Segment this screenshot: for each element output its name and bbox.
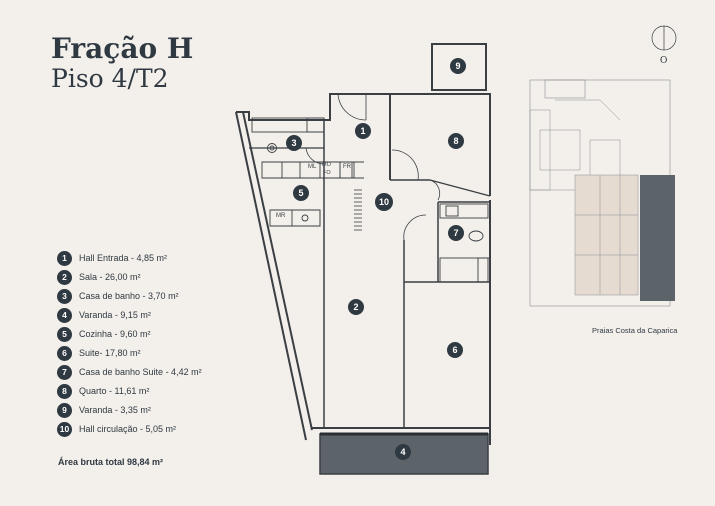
kitchen-label-fr: FR xyxy=(343,164,351,170)
legend-badge: 4 xyxy=(57,307,72,323)
plan-badge-7: 7 xyxy=(448,225,464,241)
legend-label: Sala - 26,00 m² xyxy=(79,272,141,282)
legend-badge: 5 xyxy=(57,326,72,342)
legend-item: 2 Sala - 26,00 m² xyxy=(57,269,141,285)
total-area-label: Área bruta total xyxy=(58,457,125,467)
legend-label: Varanda - 9,15 m² xyxy=(79,310,151,320)
plan-badge-10: 10 xyxy=(375,193,393,211)
legend-item: 10 Hall circulação - 5,05 m² xyxy=(57,421,176,437)
legend-label: Casa de banho Suite - 4,42 m² xyxy=(79,367,202,377)
compass-icon xyxy=(651,25,677,51)
plan-badge-9: 9 xyxy=(450,58,466,74)
kitchen-label-mo: MO xyxy=(322,162,331,168)
legend-item: 8 Quarto - 11,61 m² xyxy=(57,383,149,399)
legend-badge: 7 xyxy=(57,364,72,380)
legend-item: 4 Varanda - 9,15 m² xyxy=(57,307,151,323)
legend-badge: 2 xyxy=(57,269,72,285)
plan-badge-6: 6 xyxy=(447,342,463,358)
plan-badge-5: 5 xyxy=(293,185,309,201)
legend-badge: 1 xyxy=(57,250,72,266)
kitchen-label-mr: MR xyxy=(276,213,286,219)
legend-badge: 8 xyxy=(57,383,72,399)
plan-badge-8: 8 xyxy=(448,133,464,149)
page-subtitle: Piso 4/T2 xyxy=(51,64,169,93)
total-area: Área bruta total 98,84 m² xyxy=(58,457,163,467)
kitchen-label-fo: FO xyxy=(323,170,331,176)
legend-item: 5 Cozinha - 9,60 m² xyxy=(57,326,151,342)
site-caption: Praias Costa da Caparica xyxy=(592,326,678,335)
legend-label: Hall Entrada - 4,85 m² xyxy=(79,253,168,263)
legend-label: Suite- 17,80 m² xyxy=(79,348,141,358)
legend-badge: 3 xyxy=(57,288,72,304)
legend-item: 7 Casa de banho Suite - 4,42 m² xyxy=(57,364,202,380)
legend-badge: 6 xyxy=(57,345,72,361)
compass-label: O xyxy=(660,56,668,66)
legend-label: Cozinha - 9,60 m² xyxy=(79,329,151,339)
legend-item: 1 Hall Entrada - 4,85 m² xyxy=(57,250,167,266)
legend-label: Casa de banho - 3,70 m² xyxy=(79,291,179,301)
legend-label: Quarto - 11,61 m² xyxy=(79,386,150,396)
total-area-value: 98,84 m² xyxy=(127,457,164,467)
plan-badge-2: 2 xyxy=(348,299,364,315)
page-title: Fração H xyxy=(51,32,194,65)
legend-badge: 10 xyxy=(57,421,72,437)
legend-item: 3 Casa de banho - 3,70 m² xyxy=(57,288,179,304)
legend-item: 6 Suite- 17,80 m² xyxy=(57,345,141,361)
legend-label: Hall circulação - 5,05 m² xyxy=(79,424,177,434)
kitchen-label-ml: ML xyxy=(308,164,317,170)
legend-label: Varanda - 3,35 m² xyxy=(79,405,151,415)
legend-item: 9 Varanda - 3,35 m² xyxy=(57,402,151,418)
plan-badge-4: 4 xyxy=(395,444,411,460)
plan-badge-1: 1 xyxy=(355,123,371,139)
plan-badge-3: 3 xyxy=(286,135,302,151)
site-plan xyxy=(529,79,675,307)
legend-badge: 9 xyxy=(57,402,72,418)
